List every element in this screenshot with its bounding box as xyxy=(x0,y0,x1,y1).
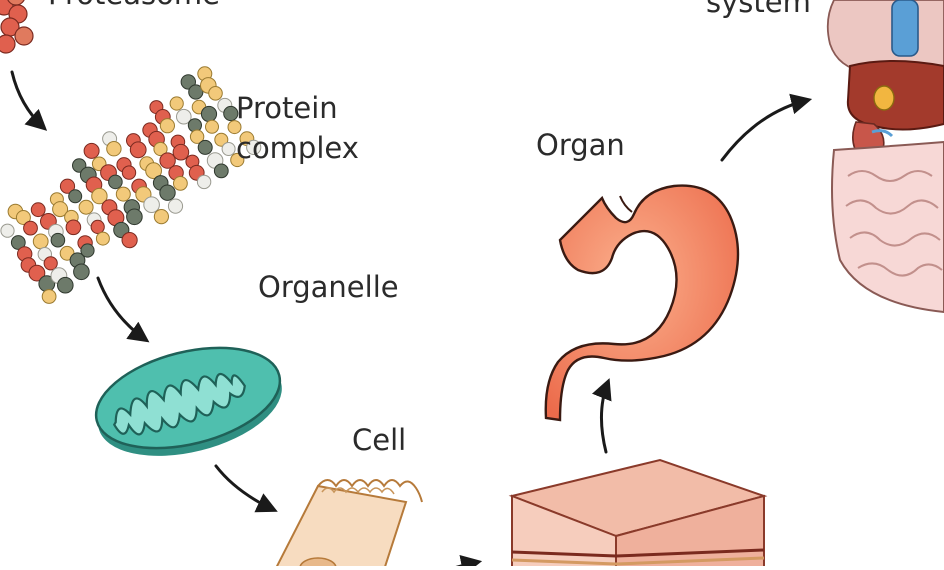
atom-sphere xyxy=(72,158,87,173)
atom-sphere xyxy=(121,165,137,180)
atom-sphere xyxy=(73,263,90,281)
atom-sphere xyxy=(106,141,122,157)
atom-sphere xyxy=(126,208,143,226)
atom-sphere xyxy=(159,118,175,134)
arrow-organelle-to-cell xyxy=(214,464,278,513)
atom-sphere xyxy=(121,232,138,249)
atom-sphere xyxy=(221,142,236,156)
atom-sphere xyxy=(91,187,108,205)
atom-sphere xyxy=(32,233,49,250)
atom-sphere xyxy=(80,243,95,258)
atom-sphere xyxy=(230,152,245,168)
cell-illustration xyxy=(273,479,423,570)
atom-sphere xyxy=(68,189,83,204)
atom-sphere xyxy=(57,276,74,294)
label-organ-system: system xyxy=(706,0,811,19)
atom-sphere xyxy=(227,120,242,135)
atom-sphere xyxy=(115,186,131,202)
atom-sphere xyxy=(246,139,262,155)
label-organ: Organ xyxy=(536,128,625,162)
hierarchy-arrows xyxy=(10,70,813,570)
atom-sphere xyxy=(159,152,176,169)
atom-sphere xyxy=(196,174,212,190)
atom-sphere xyxy=(30,202,46,218)
atom-sphere xyxy=(159,184,176,201)
atom-sphere xyxy=(172,143,190,161)
atom-sphere xyxy=(200,105,218,123)
atom-sphere xyxy=(78,199,94,215)
label-protein-complex-line-1: Protein xyxy=(236,91,338,125)
atom-sphere xyxy=(223,105,239,122)
arrow-proteasome-to-complex xyxy=(10,70,48,131)
atom-sphere xyxy=(41,289,57,304)
atom-sphere xyxy=(65,219,82,236)
atom-sphere xyxy=(43,256,58,271)
label-protein-complex: Protein complex xyxy=(236,88,359,168)
arrow-organ-to-system xyxy=(720,93,813,162)
atom-sphere xyxy=(153,209,169,225)
atom-sphere xyxy=(197,139,213,155)
atom-sphere xyxy=(129,141,147,159)
atom-sphere xyxy=(208,86,223,101)
atom-sphere xyxy=(173,176,188,191)
atom-sphere xyxy=(188,84,204,100)
atom-sphere xyxy=(83,142,100,159)
atom-sphere xyxy=(15,210,31,225)
mitochondrion-illustration xyxy=(94,346,282,456)
atom-sphere xyxy=(50,232,66,248)
atom-sphere xyxy=(167,198,184,214)
atom-sphere xyxy=(0,223,15,238)
atom-sphere xyxy=(23,220,38,236)
label-proteasome: Proteasome xyxy=(48,0,220,14)
label-cell: Cell xyxy=(352,423,407,457)
protein-complex-illustration xyxy=(0,66,262,304)
atom-sphere xyxy=(28,264,46,282)
atom-sphere xyxy=(145,162,163,180)
atom-sphere xyxy=(90,219,105,234)
atom-sphere xyxy=(213,163,229,179)
atom-sphere xyxy=(95,231,110,246)
organ-system-illustration xyxy=(826,0,944,314)
atom-sphere xyxy=(108,174,123,190)
atom-sphere xyxy=(189,129,205,144)
atom-sphere xyxy=(153,141,168,157)
atom-sphere xyxy=(10,235,26,250)
arrow-tissue-to-organ xyxy=(592,378,612,454)
atom-sphere xyxy=(169,96,184,111)
arrow-cell-to-tissue xyxy=(452,554,483,570)
atom-sphere xyxy=(52,201,69,218)
tissue-illustration xyxy=(508,458,768,570)
atom-sphere xyxy=(205,119,219,134)
proteasome-illustration xyxy=(0,0,34,54)
label-organelle: Organelle xyxy=(258,270,399,304)
stomach-illustration xyxy=(544,184,740,422)
atom-sphere xyxy=(59,178,76,194)
arrow-complex-to-organelle xyxy=(96,276,150,343)
atom-sphere xyxy=(176,108,192,125)
label-protein-complex-line-2: complex xyxy=(236,131,359,165)
atom-sphere xyxy=(143,196,160,213)
atom-sphere xyxy=(214,132,229,147)
